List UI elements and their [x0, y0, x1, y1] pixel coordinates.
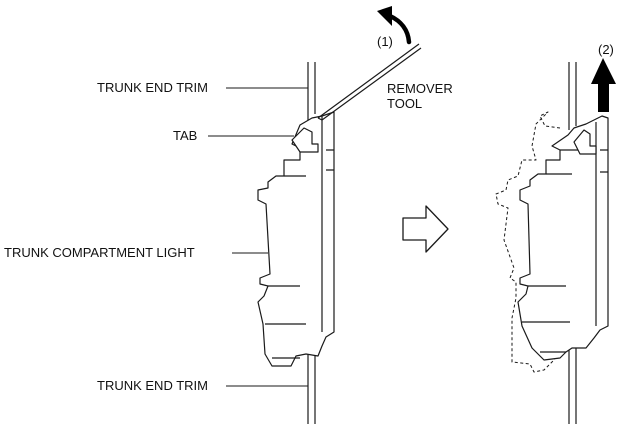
tab-left	[291, 127, 319, 153]
label-tab: TAB	[173, 128, 197, 143]
light-detail-lines-right	[522, 122, 608, 353]
label-remover-tool-line1: REMOVER	[387, 81, 453, 96]
label-trunk-compartment-light: TRUNK COMPARTMENT LIGHT	[4, 245, 195, 260]
left-diagram	[208, 43, 422, 424]
up-arrow-icon	[591, 58, 616, 112]
trunk-compartment-light-body-right	[517, 115, 609, 361]
label-trunk-end-trim-top: TRUNK END TRIM	[97, 80, 208, 95]
label-trunk-end-trim-bottom: TRUNK END TRIM	[97, 378, 208, 393]
tab-right	[573, 129, 597, 155]
remover-tool	[317, 43, 422, 121]
hollow-right-arrow-icon	[402, 205, 449, 253]
right-diagram	[495, 62, 609, 424]
label-step-2: (2)	[598, 42, 614, 57]
label-remover-tool-line2: TOOL	[387, 96, 422, 111]
trunk-compartment-light-body-left	[257, 111, 335, 367]
label-step-1: (1)	[377, 34, 393, 49]
curved-arrow-icon	[377, 6, 412, 45]
original-position-outline	[495, 111, 561, 373]
